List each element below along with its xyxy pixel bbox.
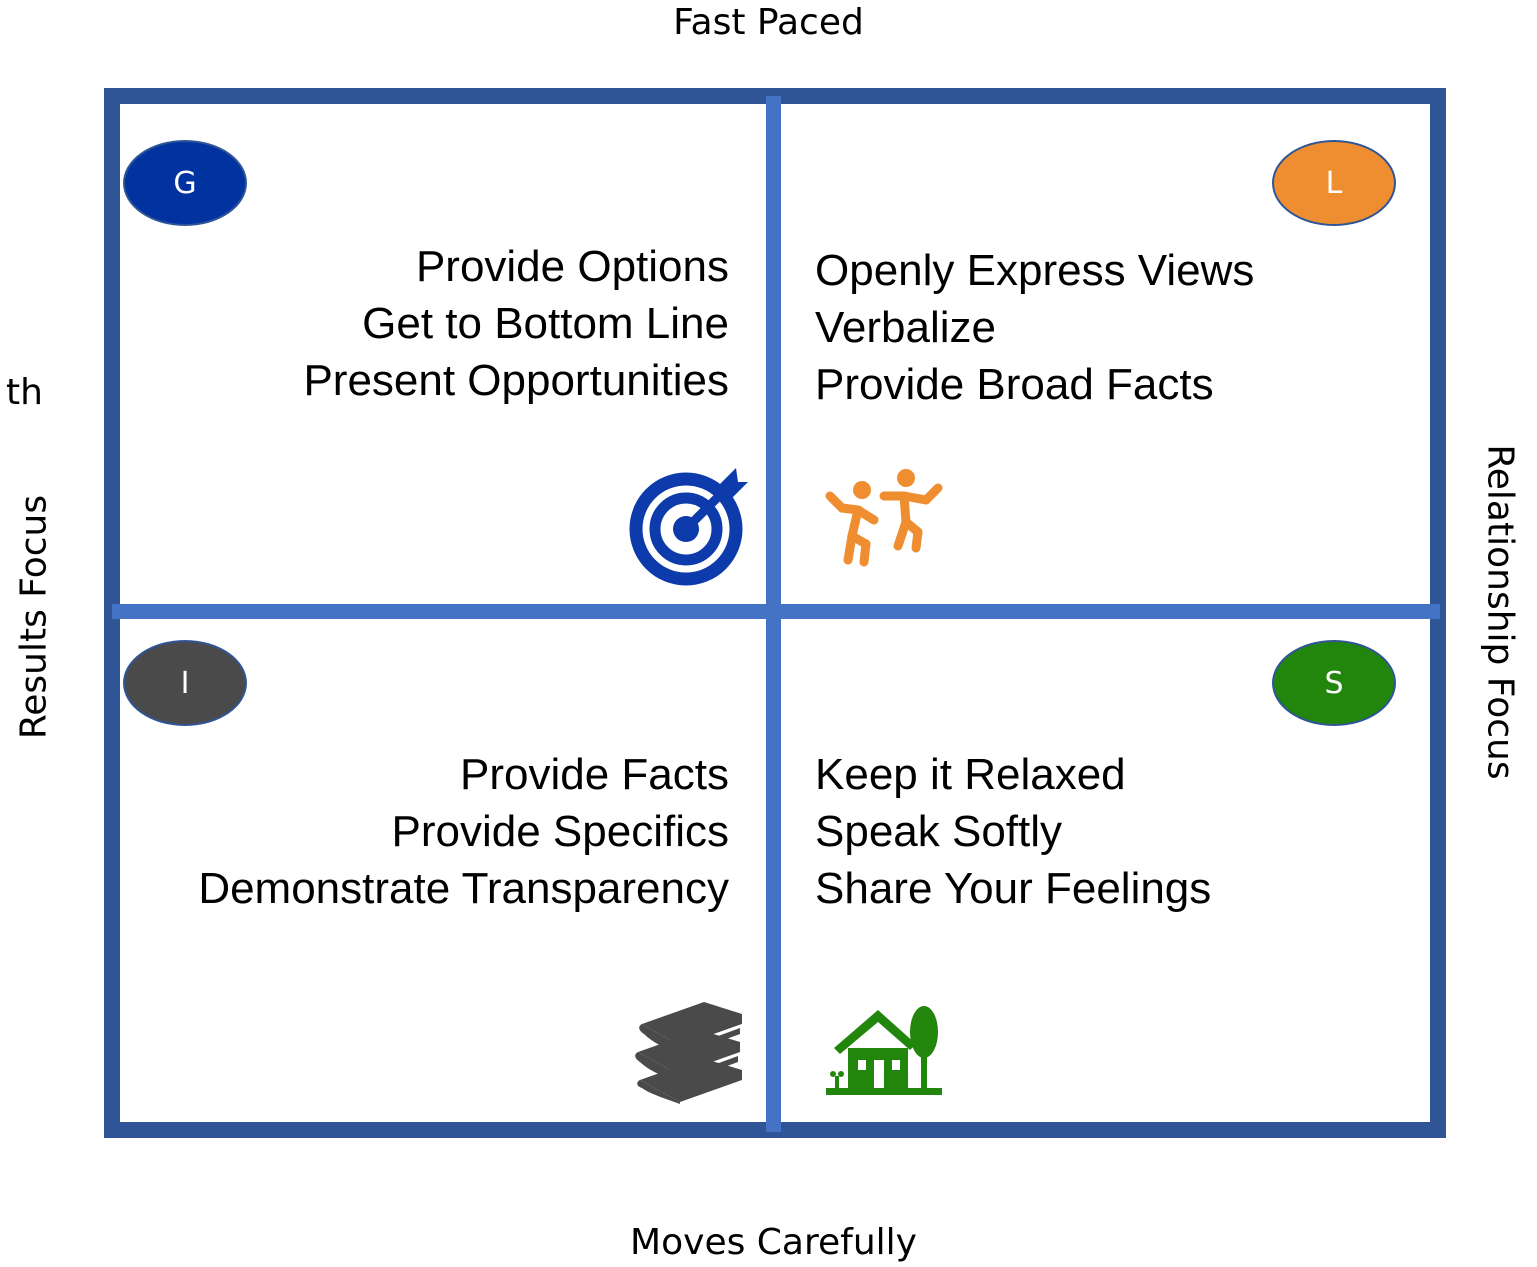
quadrant-bottom-left-line-3: Demonstrate Transparency bbox=[198, 864, 729, 913]
quadrant-bottom-left-text: Provide Facts Provide Specifics Demonstr… bbox=[198, 746, 729, 917]
bottom-axis-label: Moves Carefully bbox=[630, 1222, 917, 1263]
quadrant-top-right-line-3: Provide Broad Facts bbox=[815, 360, 1214, 409]
quadrant-bottom-left-line-2: Provide Specifics bbox=[391, 807, 729, 856]
quadrant-bottom-right-text: Keep it Relaxed Speak Softly Share Your … bbox=[815, 746, 1211, 917]
badge-i: I bbox=[123, 640, 247, 726]
top-axis-label: Fast Paced bbox=[673, 2, 864, 43]
quadrant-bottom-left-line-1: Provide Facts bbox=[460, 750, 729, 799]
badge-s: S bbox=[1272, 640, 1396, 726]
quadrant-top-left-line-1: Provide Options bbox=[415, 242, 729, 291]
quadrant-top-right-line-2: Verbalize bbox=[815, 303, 997, 352]
badge-l-letter: L bbox=[1325, 165, 1343, 201]
stray-text: th bbox=[6, 372, 43, 413]
quadrant-bottom-right-line-1: Keep it Relaxed bbox=[815, 750, 1126, 799]
left-axis-label: Results Focus bbox=[13, 494, 55, 740]
quadrant-top-right-line-1: Openly Express Views bbox=[815, 246, 1255, 295]
quadrant-top-left-text: Provide Options Get to Bottom Line Prese… bbox=[303, 238, 729, 409]
dancing-people-icon bbox=[825, 469, 943, 567]
books-icon bbox=[635, 1002, 742, 1104]
badge-i-letter: I bbox=[180, 665, 190, 701]
quadrant-bottom-right-line-2: Speak Softly bbox=[815, 807, 1063, 856]
badge-g-letter: G bbox=[173, 165, 197, 201]
badge-s-letter: S bbox=[1324, 665, 1344, 701]
house-icon bbox=[826, 1006, 942, 1095]
quadrant-top-right-text: Openly Express Views Verbalize Provide B… bbox=[815, 242, 1254, 413]
quadrant-top-left-line-3: Present Opportunities bbox=[303, 356, 729, 405]
badge-g: G bbox=[123, 140, 247, 226]
quadrant-top-left-line-2: Get to Bottom Line bbox=[362, 299, 729, 348]
target-icon bbox=[629, 468, 748, 586]
quadrant-bottom-right-line-3: Share Your Feelings bbox=[815, 864, 1212, 913]
badge-l: L bbox=[1272, 140, 1396, 226]
right-axis-label: Relationship Focus bbox=[1479, 444, 1521, 780]
horizontal-divider bbox=[112, 604, 1440, 619]
